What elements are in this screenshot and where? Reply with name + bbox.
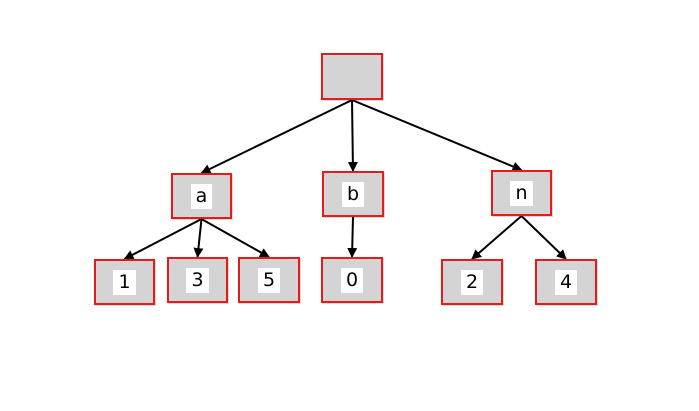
edge-n-to-leaf_2 xyxy=(471,215,523,260)
node-leaf-5: 5 xyxy=(238,257,300,303)
node-leaf-1-label: 1 xyxy=(113,269,136,295)
node-leaf-2-label: 2 xyxy=(460,269,484,295)
node-a-label: a xyxy=(190,183,213,209)
node-root xyxy=(321,53,383,100)
node-leaf-0-label: 0 xyxy=(340,267,364,293)
node-a: a xyxy=(171,173,232,219)
node-b: b xyxy=(322,171,384,217)
edge-a-to-leaf_5 xyxy=(201,218,270,258)
edge-n-to-leaf_4 xyxy=(520,215,567,260)
node-b-label: b xyxy=(341,181,365,207)
node-leaf-4-label: 4 xyxy=(554,269,578,295)
edge-root-to-n xyxy=(351,99,523,172)
edge-a-to-leaf_3 xyxy=(193,218,204,258)
edge-b-to-leaf_0 xyxy=(347,216,358,258)
node-leaf-0: 0 xyxy=(321,257,383,303)
node-leaf-3-label: 3 xyxy=(186,267,209,293)
node-leaf-5-label: 5 xyxy=(257,267,281,293)
node-n-label: n xyxy=(510,180,533,206)
node-leaf-1: 1 xyxy=(94,259,155,305)
node-n: n xyxy=(491,170,552,216)
edge-root-to-b xyxy=(347,99,358,172)
node-leaf-2: 2 xyxy=(441,259,503,305)
node-leaf-4: 4 xyxy=(535,259,597,305)
node-leaf-3: 3 xyxy=(167,257,228,303)
edge-root-to-a xyxy=(200,99,353,174)
edge-a-to-leaf_1 xyxy=(123,218,202,260)
